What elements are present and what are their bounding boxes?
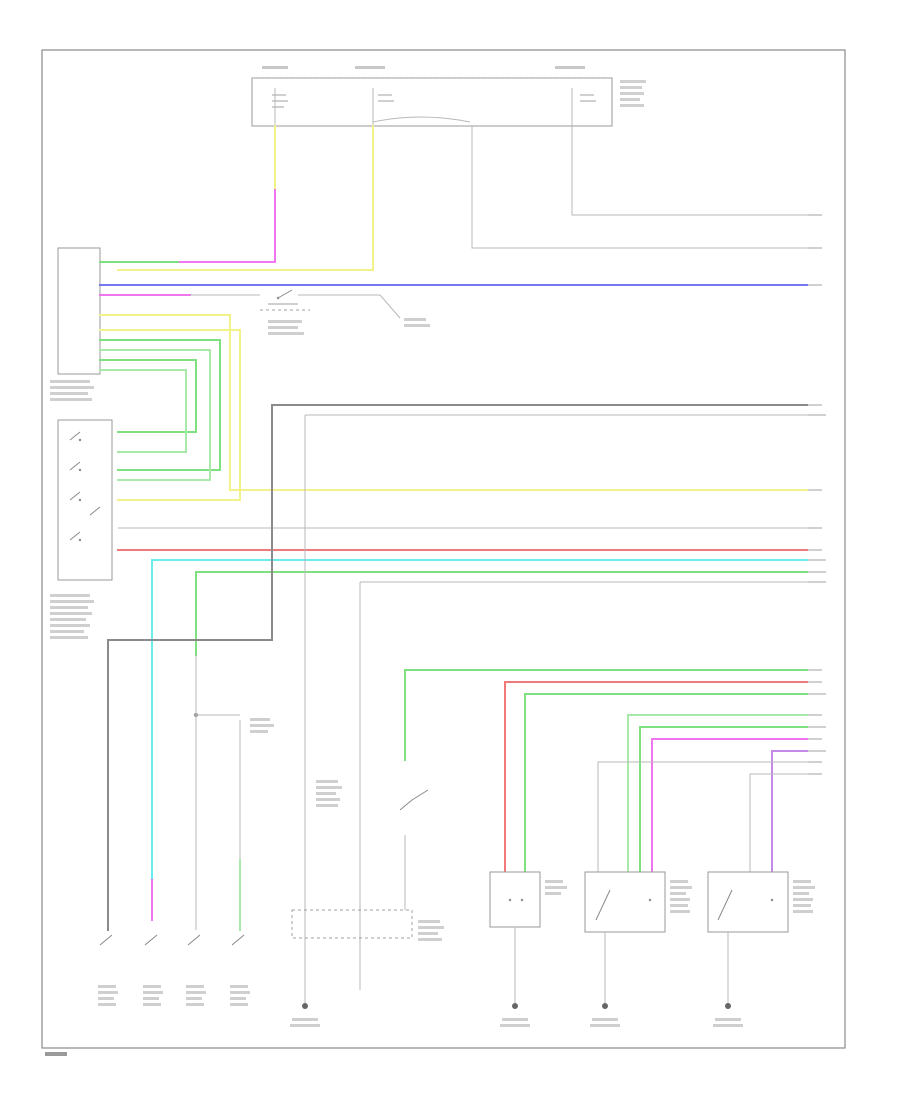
wire-yel-c4	[99, 329, 241, 501]
wire-grn-right-2	[524, 693, 813, 873]
ground-symbols	[290, 1003, 743, 1027]
lock-actuator-box	[489, 871, 541, 928]
wire-gry-right-2	[749, 773, 812, 872]
master-switch-body	[57, 419, 113, 581]
diagram-frame	[41, 49, 846, 1049]
wire-yel-2	[117, 125, 374, 271]
footer-code	[45, 1052, 67, 1056]
wire-grn-right-1	[404, 669, 813, 761]
wire-endpoint-tags	[808, 214, 826, 775]
wire-gry-4	[571, 126, 812, 216]
lock-switch-glyphs	[508, 880, 815, 921]
passenger-switch-box	[291, 909, 413, 939]
fuse-labels	[262, 66, 646, 108]
wire-ltgrn-long	[195, 571, 813, 656]
splice-left	[194, 713, 274, 733]
door-switches	[98, 934, 250, 1006]
left-rear-lock-box	[584, 871, 666, 933]
wire-grn-c3	[99, 349, 211, 481]
wire-grn-right-3	[627, 714, 813, 873]
master-switch-connector	[57, 247, 101, 375]
wire-red-right	[504, 681, 813, 873]
right-rear-lock-box	[707, 871, 789, 933]
wire-grn-c2	[99, 339, 221, 471]
wire-pnk-1	[117, 189, 276, 263]
window-lock-relay	[260, 289, 430, 335]
master-switch-labels	[50, 380, 94, 639]
wire-gry-right-1	[597, 761, 812, 872]
wire-grn-c5	[99, 359, 197, 433]
passenger-labels	[316, 780, 444, 941]
wire-grn-right-4	[639, 726, 813, 873]
wire-gry-3	[471, 126, 812, 249]
wire-yel-c	[99, 314, 813, 491]
wire-pnk-right	[651, 738, 813, 873]
master-switch-contacts	[69, 431, 101, 542]
wire-vio-right	[771, 750, 813, 873]
wire-ltgrn-c6	[99, 369, 187, 453]
fuse-box	[251, 77, 613, 127]
wire-cyn	[151, 559, 813, 891]
